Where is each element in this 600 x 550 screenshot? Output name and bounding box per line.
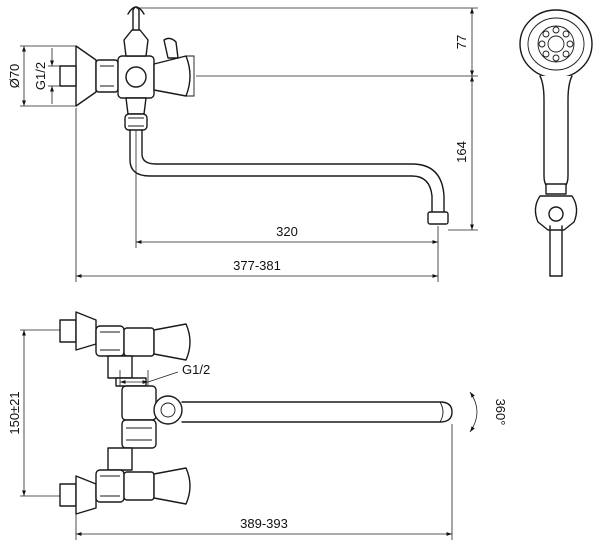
label-total-length-bottom: 389-393	[240, 516, 288, 531]
label-thread-bottom: G1/2	[182, 362, 210, 377]
dimension-total-bottom: 389-393	[75, 424, 453, 540]
label-total-length-top: 377-381	[233, 258, 281, 273]
front-view-mixer	[59, 6, 449, 225]
label-rotation: 360°	[493, 399, 508, 426]
label-height-upper: 77	[454, 35, 469, 49]
rotation-indicator: 360°	[469, 391, 508, 433]
dimension-height-164: 164	[448, 76, 478, 231]
top-view-mixer	[59, 311, 453, 515]
dimension-height-77: 77	[136, 7, 478, 77]
label-height-spout: 164	[454, 141, 469, 163]
dimension-thread-top: G1/2	[33, 48, 60, 104]
dimension-total-top: 377-381	[75, 108, 439, 282]
label-diameter: Ø70	[7, 64, 22, 89]
dimension-thread-bottom: G1/2	[119, 362, 210, 386]
dimension-diameter-70: Ø70	[7, 45, 76, 107]
hand-shower	[519, 9, 593, 277]
label-centre-distance: 150±21	[7, 391, 22, 434]
label-spout-length: 320	[276, 224, 298, 239]
dimension-spout-320: 320	[135, 130, 439, 248]
label-thread-top: G1/2	[33, 62, 48, 90]
dimension-centre-distance: 150±21	[7, 329, 60, 497]
